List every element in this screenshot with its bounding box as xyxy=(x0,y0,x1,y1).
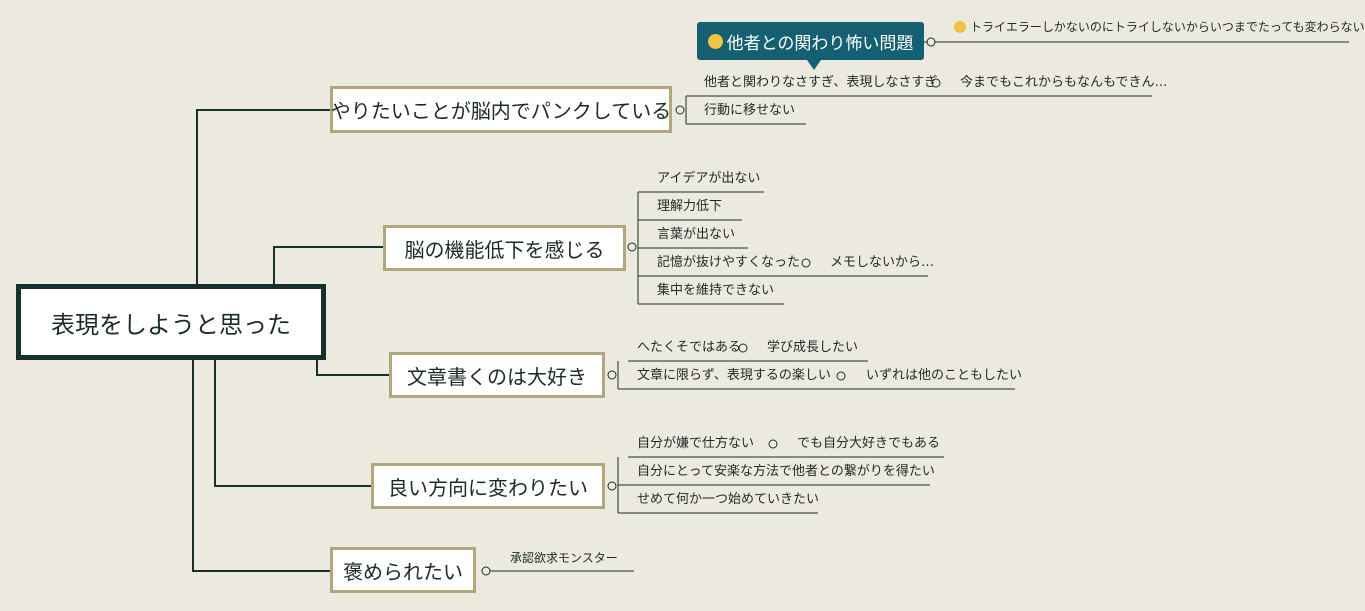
leaf-label: 自分が嫌で仕方ない xyxy=(637,436,755,451)
branch-node-1[interactable]: やりたいことが脳内でパンクしている xyxy=(330,86,672,133)
leaf-node[interactable]: せめて何か一つ始めていきたい xyxy=(637,492,819,508)
fearful-face-icon xyxy=(707,33,723,49)
callout-label: 他者との関わり怖い問題 xyxy=(726,33,914,54)
branch-label: 脳の機能低下を感じる xyxy=(404,237,605,262)
leaf-node[interactable]: アイデアが出ない xyxy=(657,171,760,187)
leaf-label: 自分にとって安楽な方法で他者との繋がりを得たい xyxy=(637,464,935,479)
callout-note-label: トライエラーしかないのにトライしないからいつまでたっても変わらない xyxy=(970,20,1365,34)
leaf-label: 言葉が出ない xyxy=(657,227,736,242)
callout-node[interactable]: 他者との関わり怖い問題 xyxy=(697,22,924,70)
branch-node-5[interactable]: 褒められたい xyxy=(330,547,476,593)
leaf-label: へたくそではある xyxy=(637,340,742,355)
leaf-sub-label: メモしないから… xyxy=(830,255,935,270)
leaf-label: 記憶が抜けやすくなった xyxy=(657,255,801,270)
leaf-label: せめて何か一つ始めていきたい xyxy=(637,492,820,507)
leaf-node[interactable]: 集中を維持できない xyxy=(657,283,774,299)
leaf-sub-node[interactable]: 学び成長したい xyxy=(767,340,858,356)
leaf-label: 文章に限らず、表現するの楽しい xyxy=(637,368,831,383)
branch-label: 良い方向に変わりたい xyxy=(388,475,588,500)
leaf-label: アイデアが出ない xyxy=(657,171,761,186)
leaf-sub-node[interactable]: いずれは他のこともしたい xyxy=(866,368,1022,384)
leaf-node[interactable]: 文章に限らず、表現するの楽しい xyxy=(637,368,831,384)
leaf-node[interactable]: 言葉が出ない xyxy=(657,227,735,243)
leaf-label: 承認欲求モンスター xyxy=(510,551,618,565)
leaf-sub-label: 学び成長したい xyxy=(767,340,859,355)
leaf-node[interactable]: 承認欲求モンスター xyxy=(510,550,618,566)
callout-note[interactable]: トライエラーしかないのにトライしないからいつまでたっても変わらない xyxy=(954,20,1365,34)
leaf-sub-node[interactable]: メモしないから… xyxy=(830,255,934,271)
branch-node-4[interactable]: 良い方向に変わりたい xyxy=(371,463,605,509)
leaf-node[interactable]: 自分が嫌で仕方ない xyxy=(637,436,754,452)
branch-label: やりたいことが脳内でパンクしている xyxy=(330,99,672,123)
leaf-sub-label: いずれは他のこともしたい xyxy=(866,368,1023,383)
branch-node-2[interactable]: 脳の機能低下を感じる xyxy=(383,225,626,271)
leaf-sub-node[interactable]: でも自分大好きでもある xyxy=(797,436,940,452)
leaf-label: 理解力低下 xyxy=(657,199,723,214)
leaf-label: 他者と関わりなさすぎ、表現しなさすぎ xyxy=(704,75,938,90)
face-icon xyxy=(954,21,966,33)
leaf-node[interactable]: 他者と関わりなさすぎ、表現しなさすぎ xyxy=(704,75,937,91)
leaf-sub-label: 今までもこれからもなんもできん… xyxy=(960,75,1168,90)
branch-label: 褒められたい xyxy=(343,559,463,584)
root-label: 表現をしようと思った xyxy=(51,310,291,339)
leaf-node[interactable]: へたくそではある xyxy=(637,340,741,356)
leaf-label: 集中を維持できない xyxy=(657,283,775,298)
leaf-label: 行動に移せない xyxy=(704,103,796,118)
leaf-sub-node[interactable]: 今までもこれからもなんもできん… xyxy=(960,75,1167,91)
leaf-node[interactable]: 行動に移せない xyxy=(704,103,795,119)
leaf-node[interactable]: 自分にとって安楽な方法で他者との繋がりを得たい xyxy=(637,464,935,480)
leaf-node[interactable]: 理解力低下 xyxy=(657,199,722,215)
leaf-node[interactable]: 記憶が抜けやすくなった xyxy=(657,255,800,271)
leaf-sub-label: でも自分大好きでもある xyxy=(797,436,941,451)
branch-label: 文章書くのは大好き xyxy=(407,364,587,389)
root-node[interactable]: 表現をしようと思った xyxy=(16,284,326,360)
branch-node-3[interactable]: 文章書くのは大好き xyxy=(389,352,605,398)
